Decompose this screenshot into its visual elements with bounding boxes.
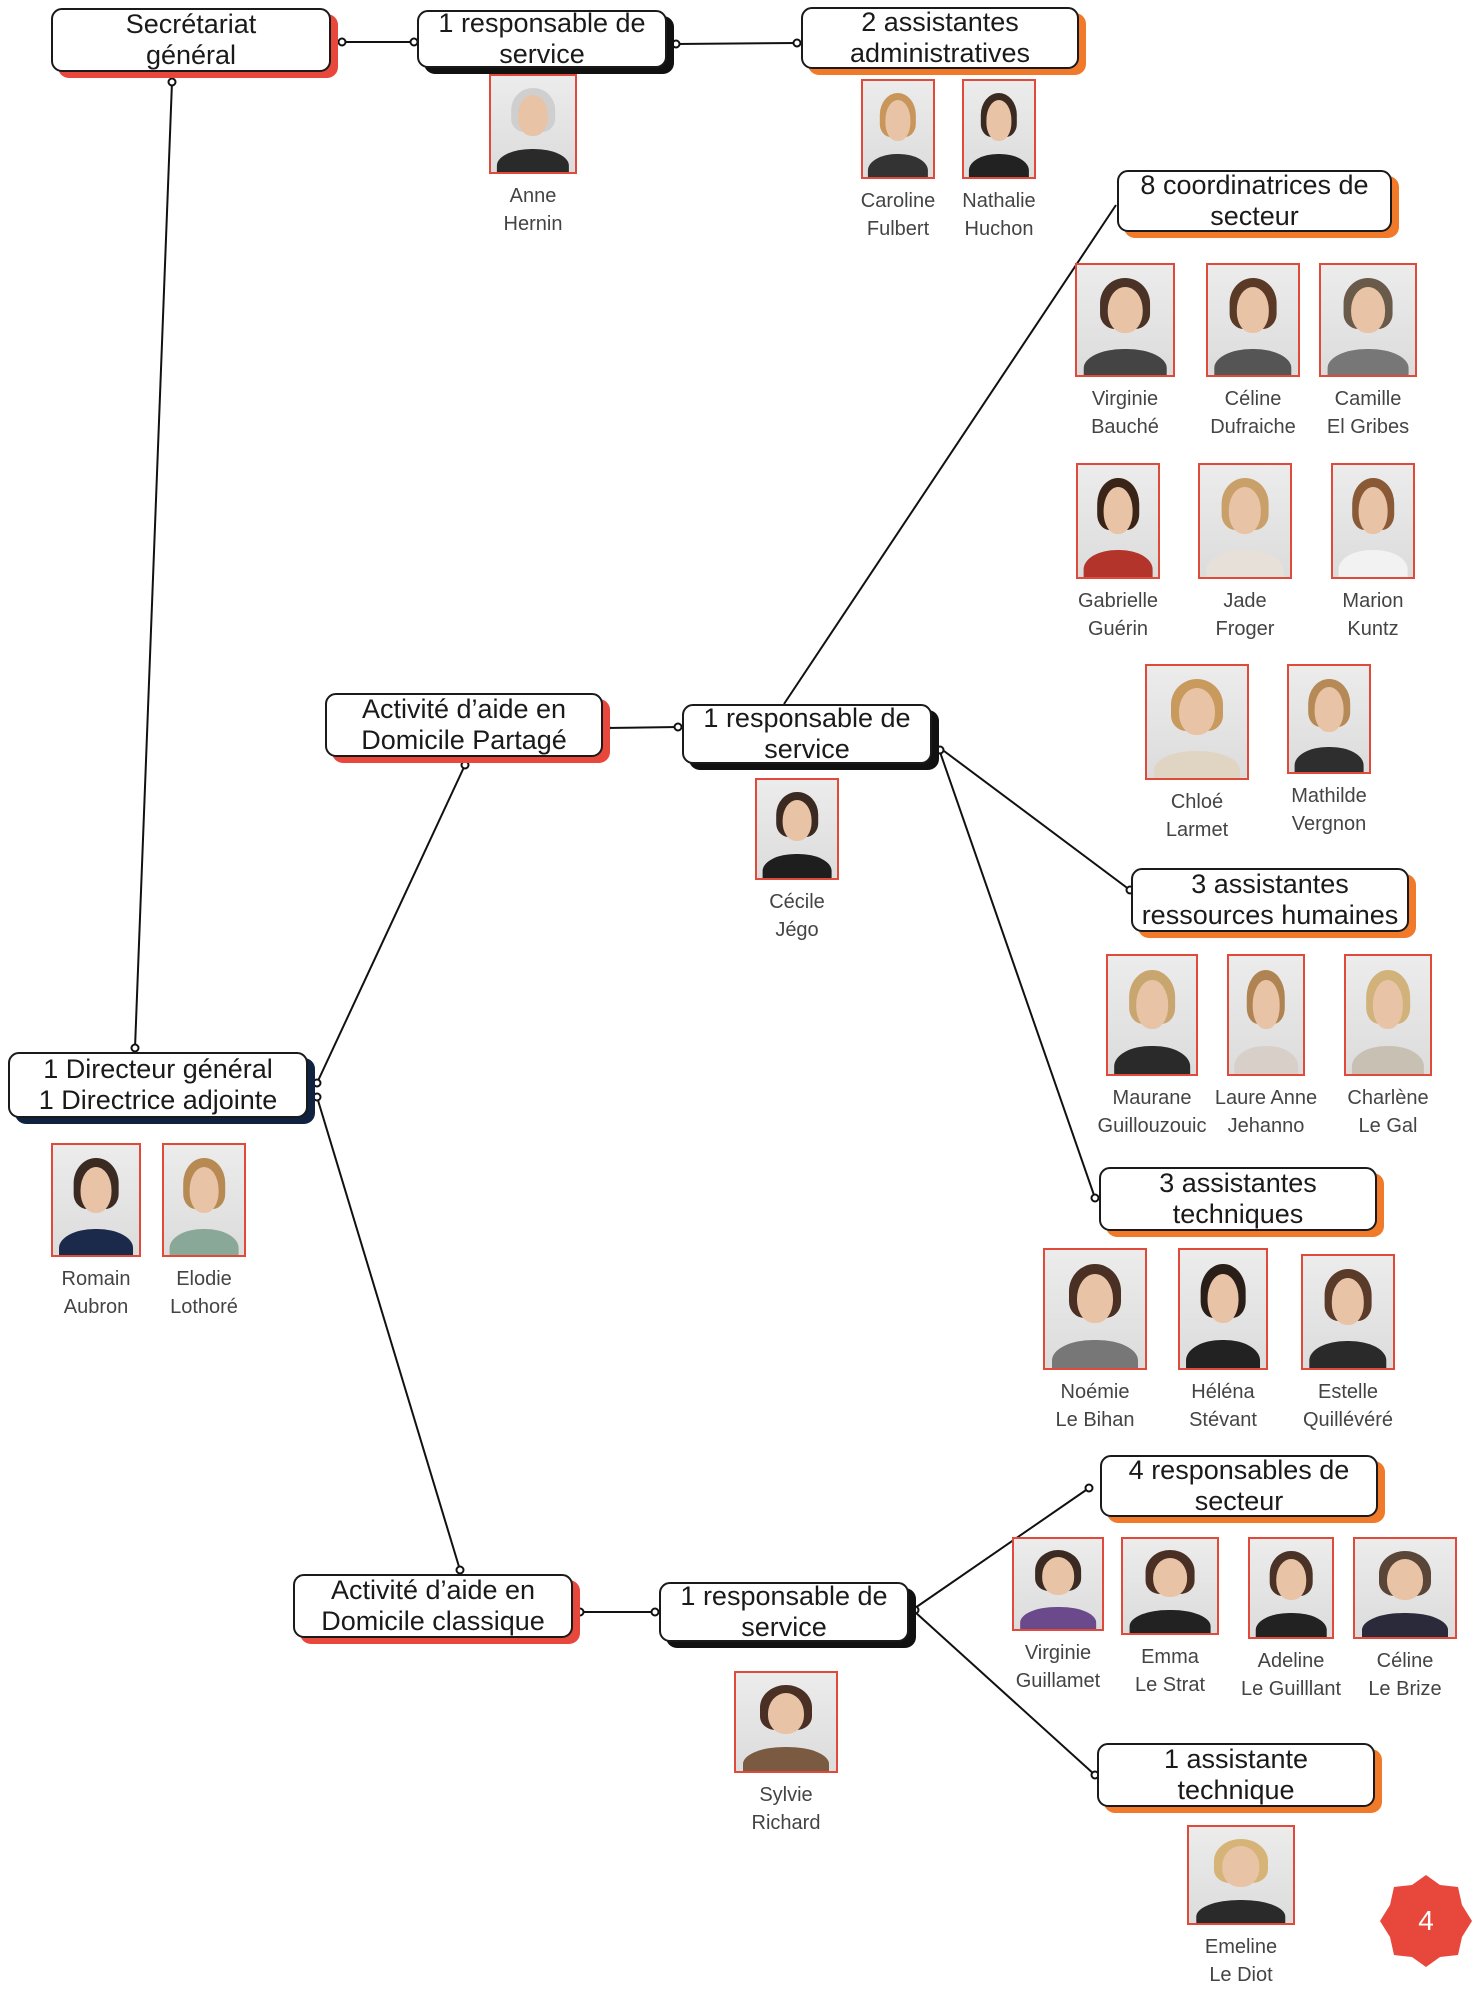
person-photo xyxy=(1227,954,1305,1076)
person-photo xyxy=(1301,1254,1395,1370)
person-photo xyxy=(861,79,935,179)
person-photo xyxy=(51,1143,141,1257)
person-photo xyxy=(1145,664,1249,780)
person-photo xyxy=(1248,1537,1334,1639)
person-photo xyxy=(1121,1537,1219,1635)
person-photo xyxy=(1353,1537,1457,1639)
person-photo xyxy=(1287,664,1371,774)
person-photo xyxy=(1043,1248,1147,1370)
person-photo xyxy=(162,1143,246,1257)
person-photo xyxy=(755,778,839,880)
page-number: 4 xyxy=(1418,1905,1434,1936)
person-photo xyxy=(1012,1537,1104,1631)
person-photo xyxy=(1187,1825,1295,1925)
person-photo xyxy=(1178,1248,1268,1370)
person-photo xyxy=(489,74,577,174)
page-number-badge: 4 xyxy=(1378,1873,1473,1969)
person-photo xyxy=(1106,954,1198,1076)
person-photo xyxy=(1198,463,1292,579)
person-photo xyxy=(1076,463,1160,579)
person-photo xyxy=(1319,263,1417,377)
person-photo xyxy=(962,79,1036,179)
person-photo xyxy=(1075,263,1175,377)
person-photo xyxy=(1331,463,1415,579)
person-photo xyxy=(1206,263,1300,377)
person-photo xyxy=(734,1671,838,1773)
person-photo xyxy=(1344,954,1432,1076)
